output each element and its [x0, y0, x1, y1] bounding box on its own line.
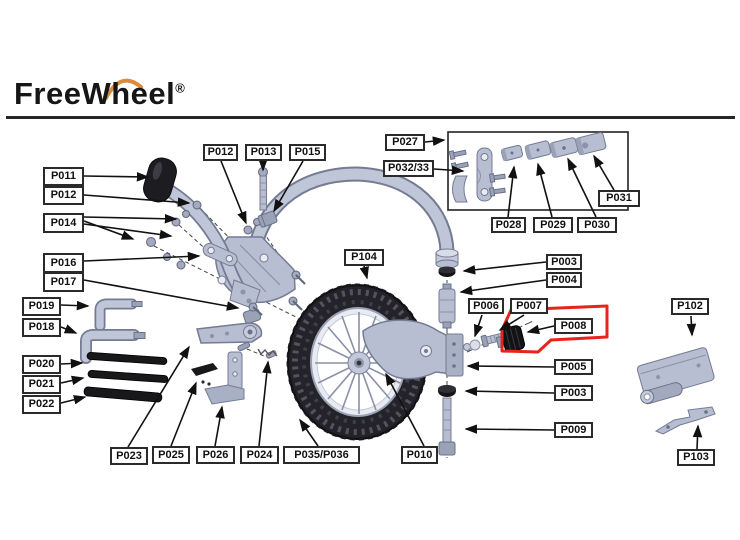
axle-bolt-part — [438, 397, 456, 456]
rubber-strips-parts — [83, 352, 169, 403]
pin-handle-small-part — [94, 298, 143, 332]
brand-logo: FreeWheel® — [14, 76, 185, 112]
part-label-p016: P016 — [43, 253, 84, 273]
part-label-p102: P102 — [671, 298, 709, 315]
part-label-p003-lower: P003 — [554, 385, 593, 401]
pin-handle-large-part — [80, 329, 146, 364]
part-label-p006: P006 — [468, 298, 504, 314]
part-label-p023: P023 — [110, 447, 148, 465]
part-label-p009: P009 — [554, 422, 593, 438]
part-label-p012-top: P012 — [203, 144, 238, 161]
bolt-p013-part — [258, 167, 268, 211]
part-label-p011: P011 — [43, 167, 84, 186]
part-label-p017: P017 — [43, 272, 84, 292]
logo-swoosh — [104, 78, 143, 100]
part-label-p007: P007 — [510, 298, 548, 314]
mount-bracket-part — [654, 406, 716, 435]
part-label-p012-left: P012 — [43, 186, 84, 205]
part-label-p019: P019 — [22, 297, 61, 316]
part-label-p035-p036: P035/P036 — [283, 446, 360, 464]
clamp-kit-box — [447, 131, 629, 211]
part-label-p005: P005 — [554, 359, 593, 375]
part-label-p008: P008 — [554, 318, 593, 334]
part-label-p028: P028 — [491, 217, 526, 233]
rubber-ring-upper-part — [438, 266, 456, 277]
header-divider — [6, 116, 735, 119]
part-label-p024: P024 — [240, 446, 279, 464]
ball-bearing-part — [469, 339, 481, 351]
part-label-p004: P004 — [546, 272, 582, 288]
brand-name: FreeWheel — [14, 76, 176, 111]
latch-arm-part — [196, 322, 277, 359]
part-label-p025: P025 — [152, 446, 190, 464]
latch-clip-part — [191, 363, 218, 386]
part-label-p104: P104 — [344, 249, 384, 266]
part-label-p022: P022 — [22, 395, 61, 414]
part-label-p014: P014 — [43, 213, 84, 233]
part-label-p031: P031 — [598, 190, 640, 207]
mount-block-part — [636, 347, 715, 405]
part-label-p003-upper: P003 — [546, 254, 582, 270]
part-label-p030: P030 — [577, 217, 617, 233]
p008-highlight-outline — [500, 304, 609, 354]
part-label-p010: P010 — [401, 446, 438, 464]
fork-part — [362, 319, 471, 380]
part-label-p026: P026 — [196, 446, 235, 464]
spacer-p015-part — [257, 210, 278, 228]
part-label-p032-33: P032/33 — [383, 160, 434, 177]
part-label-p013: P013 — [245, 144, 282, 161]
fastener-hardware — [146, 200, 375, 326]
part-label-p015: P015 — [289, 144, 326, 161]
link-bracket-part — [202, 242, 238, 267]
part-label-p021: P021 — [22, 375, 61, 394]
part-label-p018: P018 — [22, 318, 61, 337]
part-label-p029: P029 — [533, 217, 573, 233]
latch-bracket-part — [204, 351, 245, 405]
arch-collar-part — [435, 248, 459, 269]
part-label-p103: P103 — [677, 449, 715, 466]
part-label-p020: P020 — [22, 355, 61, 374]
registered-trademark: ® — [175, 80, 186, 96]
part-label-p027: P027 — [385, 134, 425, 151]
rubber-ring-lower-part — [438, 385, 456, 397]
spring-part — [257, 348, 278, 357]
stem-cylinder-part — [438, 283, 456, 329]
leader-arrows — [60, 136, 703, 450]
